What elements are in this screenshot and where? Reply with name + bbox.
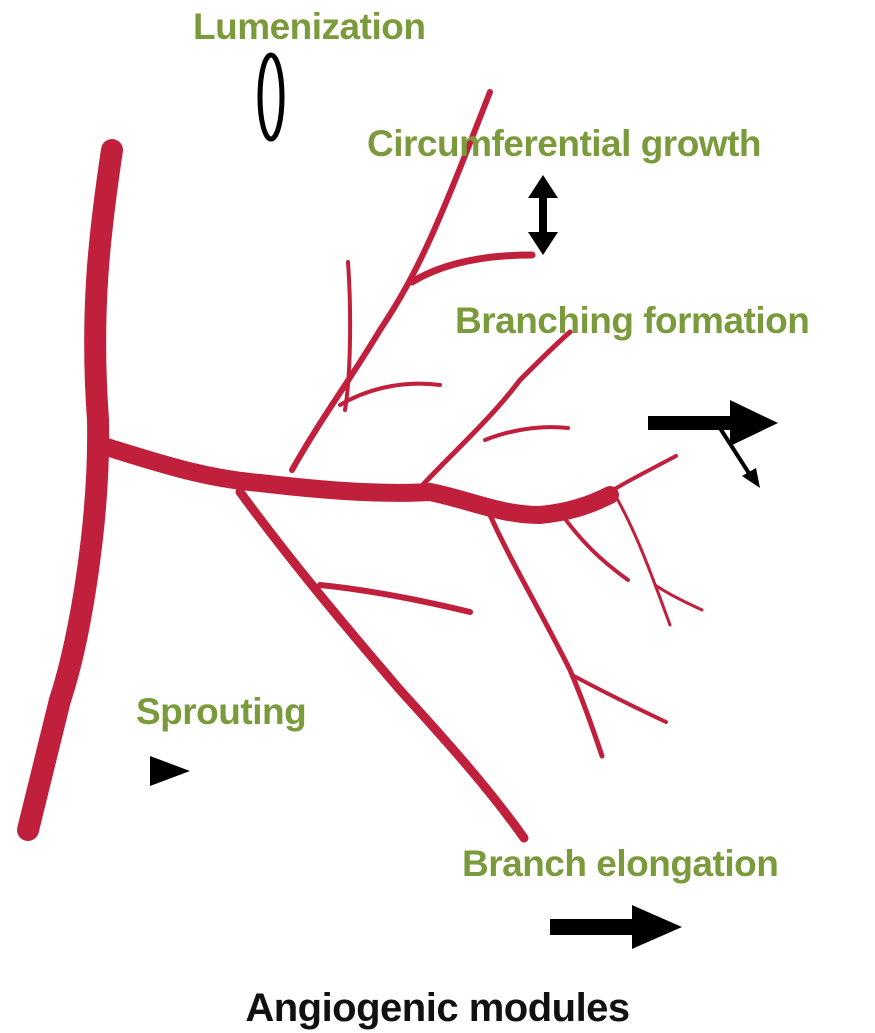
upper-twig-right (340, 384, 440, 405)
lower-long-branch (240, 492, 524, 838)
right-lower-branch (560, 512, 628, 580)
middle-twig (485, 427, 568, 440)
branching-formation-label: Branching formation (455, 302, 809, 339)
branch-elongation-label: Branch elongation (462, 845, 778, 882)
arrowhead-icon (150, 756, 190, 786)
sprouting-label: Sprouting (136, 693, 306, 730)
double-arrow-vertical-icon (528, 175, 558, 255)
middle-vessel-branch (418, 332, 570, 490)
main-vessel-branch (100, 445, 610, 515)
ellipse-ring-icon (260, 55, 282, 139)
arrow-right-icon (550, 905, 682, 949)
branching-arrow-icon (648, 400, 778, 488)
upper-twig-left (345, 262, 350, 410)
right-tip-upper (590, 456, 676, 505)
vessel-tree (28, 92, 702, 838)
main-vessel-trunk (28, 150, 112, 830)
circumferential-growth-label: Circumferential growth (367, 125, 761, 162)
lumenization-label: Lumenization (193, 8, 425, 45)
diagram-title: Angiogenic modules (0, 988, 875, 1028)
upper-side-branch (412, 255, 532, 282)
lower-middle-branch (490, 515, 602, 756)
right-tip-lower (615, 495, 670, 625)
lower-side-branch (320, 585, 470, 612)
